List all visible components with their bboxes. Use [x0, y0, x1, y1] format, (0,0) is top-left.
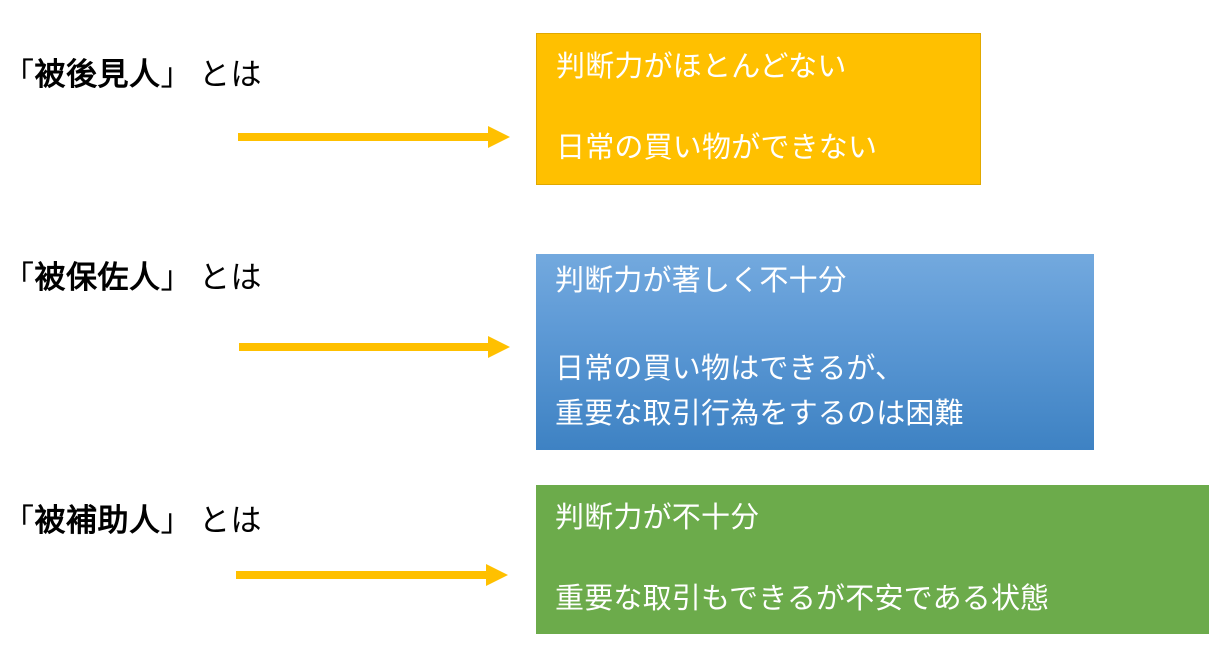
term-label-supported-close-bracket: 」: [160, 503, 192, 538]
arrow-shaft: [236, 571, 488, 579]
term-label-ward: 「被後見人」とは: [3, 59, 262, 90]
term-label-assisted: 「被保佐人」とは: [3, 262, 262, 293]
term-label-assisted-core: 被保佐人: [34, 260, 161, 295]
term-label-ward-open-bracket: 「: [3, 57, 35, 92]
term-label-supported-core: 被補助人: [34, 503, 161, 538]
term-label-assisted-suffix: とは: [199, 260, 262, 295]
arrow-head: [488, 336, 510, 358]
description-line: 重要な取引もできるが不安である状態: [555, 583, 1050, 615]
rightwards-arrow-icon-supported: [236, 564, 508, 586]
description-line: 重要な取引行為をするのは困難: [555, 398, 964, 430]
term-label-ward-suffix: とは: [199, 57, 262, 92]
description-line: 判断力がほとんどない: [556, 51, 847, 83]
description-line: 日常の買い物はできるが、: [555, 353, 905, 385]
term-label-ward-close-bracket: 」: [160, 57, 192, 92]
description-line: 判断力が著しく不十分: [555, 265, 848, 297]
description-line: 日常の買い物ができない: [556, 132, 878, 164]
arrow-shaft: [239, 343, 490, 351]
arrow-shaft: [238, 133, 490, 141]
rightwards-arrow-icon-assisted: [239, 336, 510, 358]
arrow-head: [486, 564, 508, 586]
term-label-supported-suffix: とは: [199, 503, 262, 538]
term-label-assisted-open-bracket: 「: [3, 260, 35, 295]
term-label-supported: 「被補助人」とは: [3, 505, 262, 536]
term-label-ward-core: 被後見人: [34, 57, 161, 92]
description-box-ward: 判断力がほとんどない 日常の買い物ができない: [536, 33, 981, 185]
term-label-assisted-close-bracket: 」: [160, 260, 192, 295]
term-label-supported-open-bracket: 「: [3, 503, 35, 538]
description-line: 判断力が不十分: [555, 502, 760, 534]
description-box-assisted: 判断力が著しく不十分 日常の買い物はできるが、 重要な取引行為をするのは困難: [536, 254, 1094, 450]
rightwards-arrow-icon-ward: [238, 126, 510, 148]
description-box-supported: 判断力が不十分 重要な取引もできるが不安である状態: [536, 485, 1209, 634]
arrow-head: [488, 126, 510, 148]
